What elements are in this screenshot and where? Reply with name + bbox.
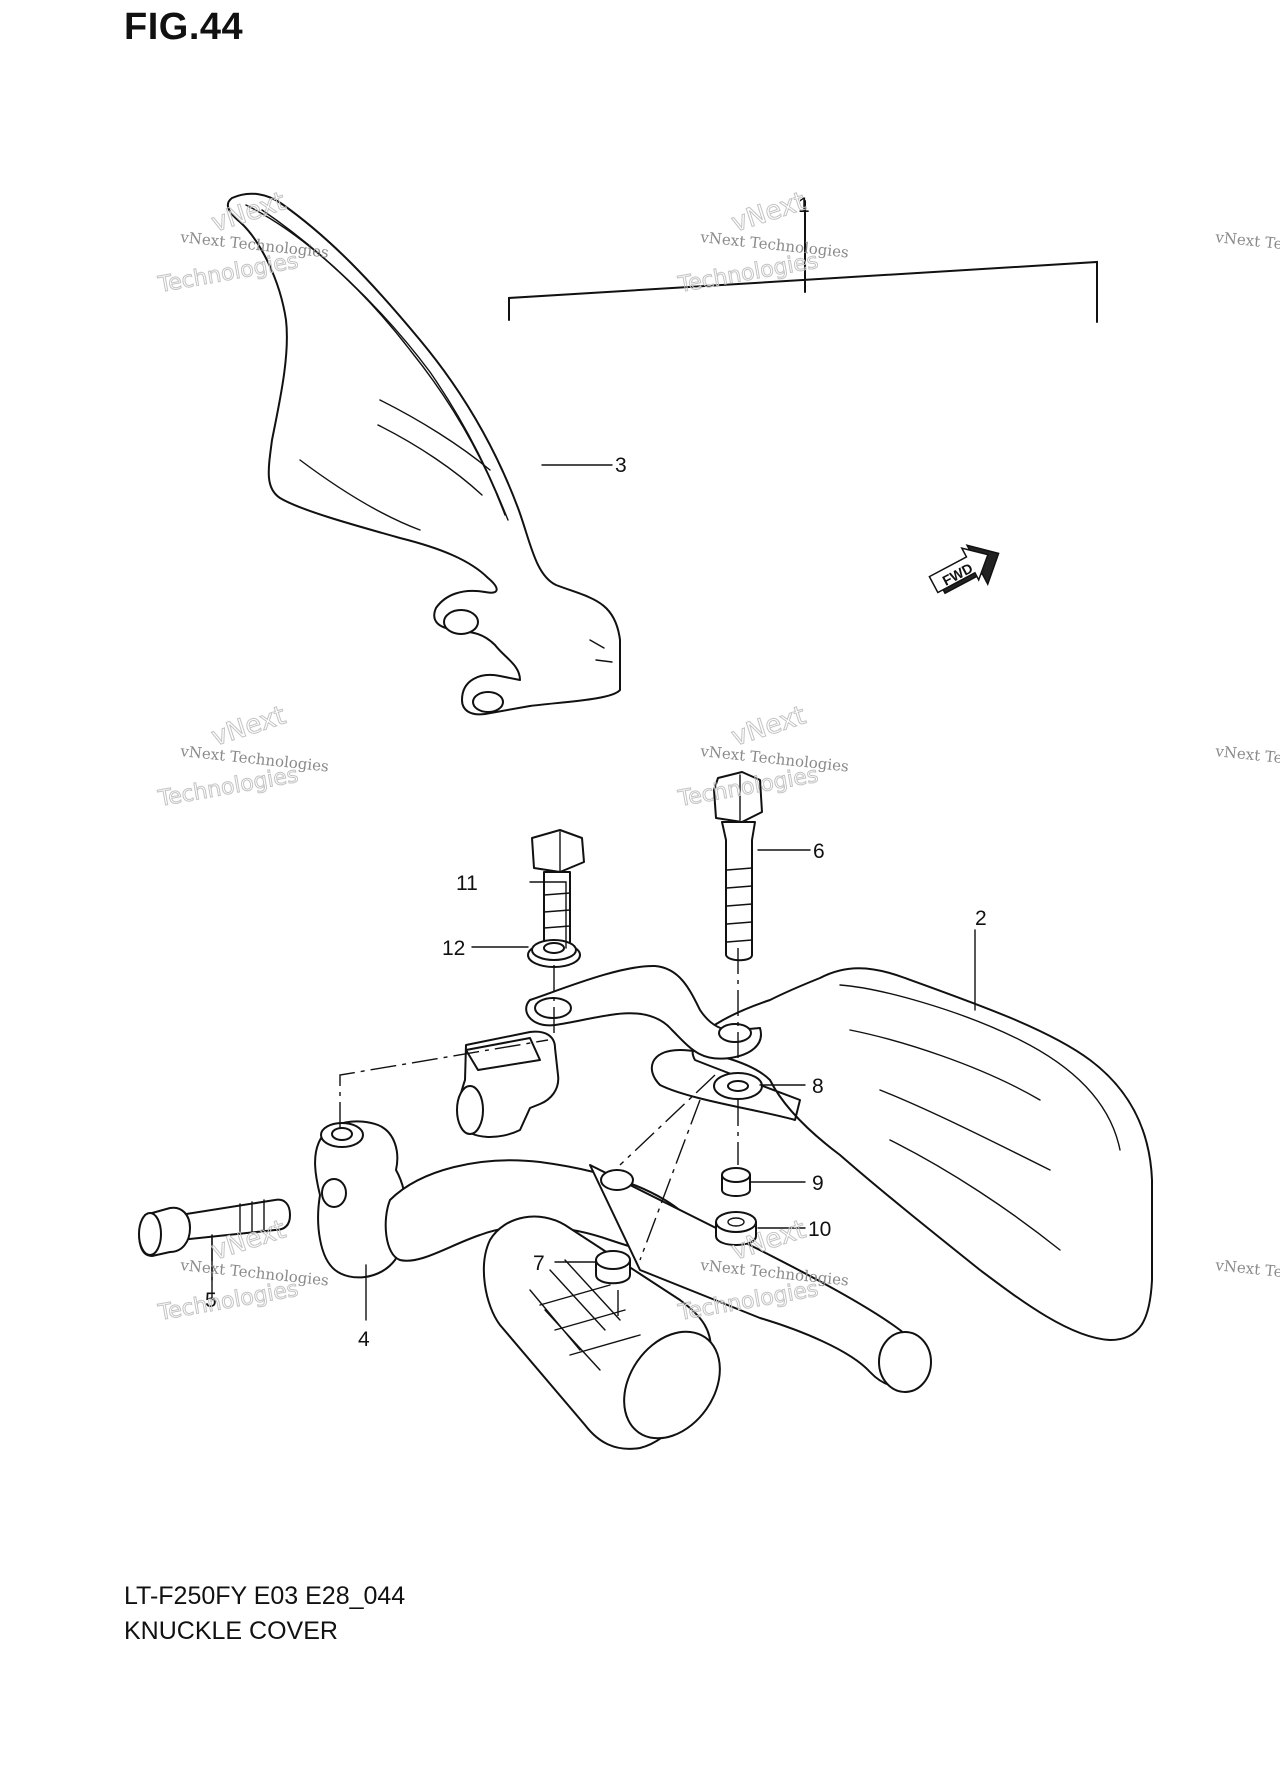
part-9-spacer	[721, 1167, 751, 1197]
callout-2: 2	[975, 907, 987, 930]
watermark-3: vNext Technologies	[1214, 228, 1280, 262]
svg-text:Technologies: Technologies	[156, 763, 301, 812]
part-4-lever-holder-assembly	[314, 1030, 932, 1393]
watermark-2: vNext vNext Technologies Technologies	[675, 186, 849, 298]
assembly-name-caption: KNUCKLE COVER	[124, 1617, 338, 1645]
part-6-mounting-bolt	[713, 771, 763, 962]
watermark-9: vNext Technologies	[1214, 1256, 1280, 1290]
svg-text:vNext Technologies: vNext Technologies	[1214, 1256, 1280, 1290]
model-code-caption: LT-F250FY E03 E28_044	[124, 1582, 406, 1610]
callout-11: 11	[456, 872, 478, 895]
callout-6: 6	[813, 840, 825, 863]
callout-5: 5	[205, 1289, 217, 1312]
watermark-4: vNext vNext Technologies Technologies	[155, 700, 329, 812]
callout-8: 8	[812, 1075, 824, 1098]
callout-10: 10	[808, 1218, 831, 1241]
part-7-collar	[595, 1250, 631, 1285]
svg-text:Technologies: Technologies	[156, 1277, 301, 1326]
fwd-arrow-icon: FWD	[928, 544, 1000, 595]
callout-labels: 1 2 3 4 5 6 7 8 9 10 11 12	[205, 194, 987, 1351]
callout-3: 3	[615, 454, 627, 477]
callout-9: 9	[812, 1172, 824, 1195]
svg-text:vNext Technologies: vNext Technologies	[1214, 228, 1280, 262]
svg-text:vNext: vNext	[728, 701, 810, 753]
callout-7: 7	[533, 1252, 545, 1275]
part-12-collar	[527, 939, 581, 968]
part-1-bracket	[508, 200, 1098, 323]
watermark-6: vNext Technologies	[1214, 742, 1280, 776]
part-3-knuckle-cover-left	[226, 192, 621, 716]
part-10-nut	[715, 1211, 757, 1246]
handlebar-grip	[483, 1215, 721, 1450]
callout-1: 1	[798, 194, 810, 217]
figure-title: FIG.44	[124, 6, 244, 48]
part-5-pivot-bolt	[138, 1198, 291, 1257]
svg-text:vNext Technologies: vNext Technologies	[1214, 742, 1280, 776]
callout-4: 4	[358, 1328, 370, 1351]
svg-text:Technologies: Technologies	[676, 249, 821, 298]
callout-12: 12	[442, 937, 465, 960]
watermark-5: vNext vNext Technologies Technologies	[675, 700, 849, 812]
leader-lines	[211, 464, 976, 1321]
part-11-small-bolt	[531, 829, 585, 952]
svg-text:vNext: vNext	[208, 701, 290, 753]
svg-text:vNext: vNext	[728, 187, 810, 239]
part-8-washer	[713, 1072, 763, 1100]
